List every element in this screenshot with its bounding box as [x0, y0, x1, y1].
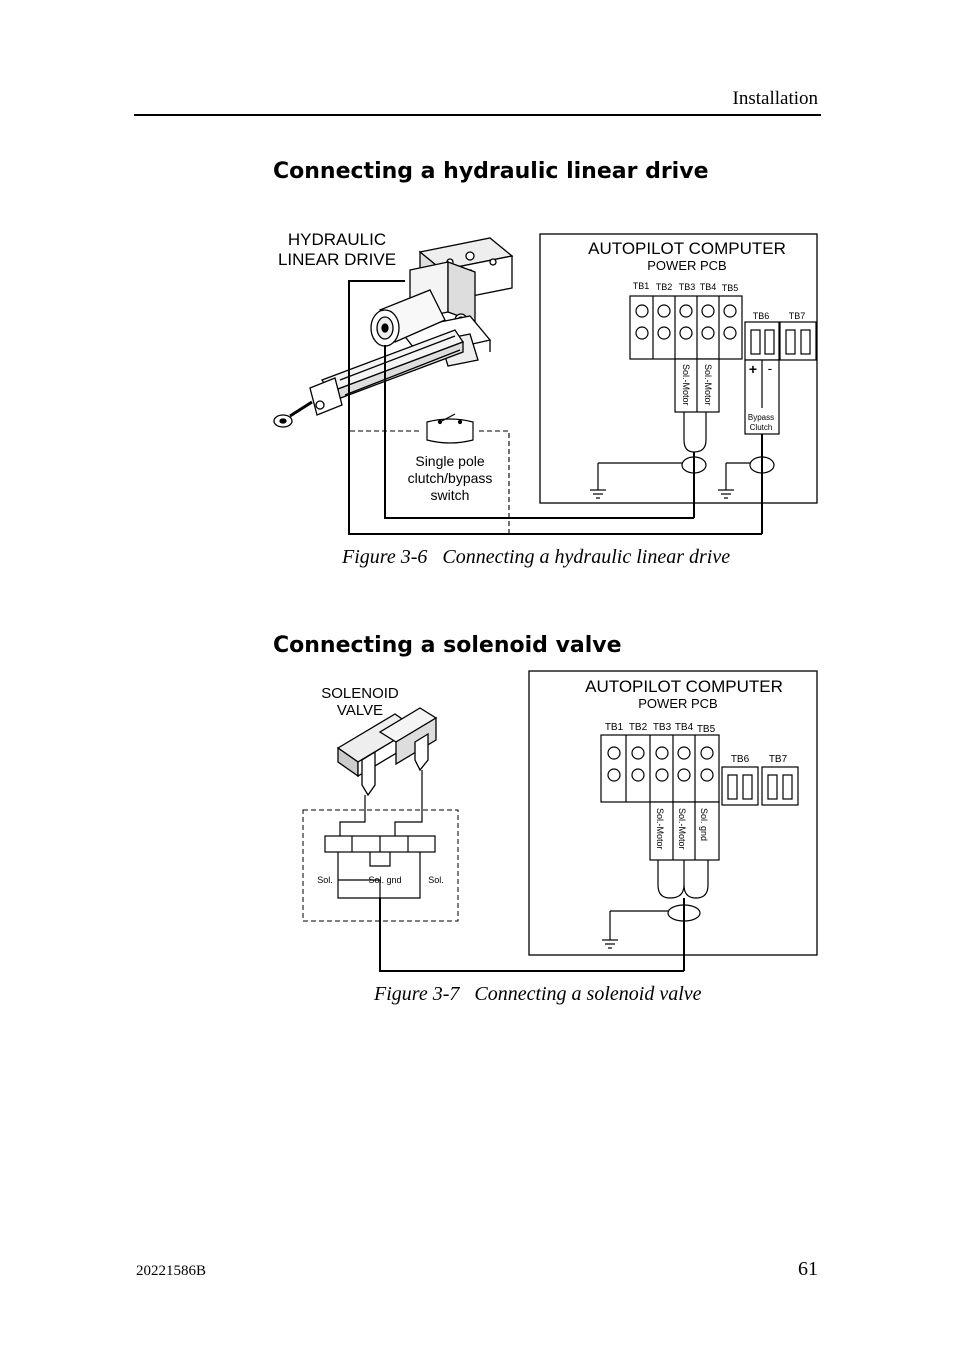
tb6-label: TB6 — [753, 311, 770, 321]
wire-label-sol-motor-b: Sol.-Motor — [703, 364, 713, 406]
conn-label-sol-gnd: Sol. gnd — [368, 875, 401, 885]
pcb-label-2: POWER PCB — [638, 696, 717, 711]
wire-label-sol-motor-b-2: Sol.-Motor — [677, 808, 687, 850]
header-rule — [134, 114, 821, 116]
switch-label-line1: Single pole — [415, 453, 484, 469]
tb3-label-2: TB3 — [653, 722, 672, 733]
document-number: 20221586B — [136, 1263, 207, 1279]
terminal-block-tb1-tb5 — [629, 295, 743, 360]
computer-title-2: AUTOPILOT COMPUTER — [585, 677, 783, 696]
tb6-label-2: TB6 — [731, 754, 750, 765]
tb5-label-2: TB5 — [697, 724, 716, 735]
conn-label-sol-right: Sol. — [428, 875, 444, 885]
polarity-plus: + — [749, 361, 757, 377]
running-header: Installation — [732, 88, 818, 109]
terminal-block-tb7 — [779, 321, 817, 361]
single-pole-switch-icon — [426, 413, 474, 444]
terminal-block-tb6-2 — [721, 766, 759, 806]
bypass-label-line2: Clutch — [750, 423, 773, 432]
wire-label-sol-gnd-2: Sol. gnd — [699, 808, 709, 841]
wire-label-sol-motor-a-2: Sol.-Motor — [655, 808, 665, 850]
pcb-label: POWER PCB — [647, 258, 726, 273]
valve-connector — [324, 818, 436, 899]
tb3-label: TB3 — [679, 282, 696, 292]
tb5-label: TB5 — [722, 283, 739, 293]
tb4-label-2: TB4 — [675, 722, 694, 733]
autopilot-computer-box-2 — [528, 670, 818, 956]
terminal-block-tb1-tb5-2 — [600, 734, 720, 803]
bypass-switch-wiring — [350, 430, 510, 534]
switch-label-line2: clutch/bypass — [408, 470, 493, 486]
tb7-label: TB7 — [789, 311, 806, 321]
terminal-block-tb7-2 — [761, 766, 799, 806]
autopilot-computer-box — [539, 233, 818, 504]
tb2-label: TB2 — [656, 282, 673, 292]
tb7-label-2: TB7 — [769, 754, 788, 765]
page-number: 61 — [798, 1258, 818, 1280]
figure-3-6: HYDRAULIC LINEAR DRIVE — [273, 230, 818, 535]
polarity-minus: - — [768, 360, 773, 376]
section-heading-linear-drive: Connecting a hydraulic linear drive — [273, 159, 709, 184]
tb2-label-2: TB2 — [629, 722, 648, 733]
valve-label-line2: VALVE — [337, 702, 383, 719]
figure-3-7-caption: Figure 3-7 Connecting a solenoid valve — [374, 983, 702, 1005]
wiring-loop-2 — [379, 898, 684, 972]
switch-label-line3: switch — [431, 487, 470, 503]
drive-label-line2: LINEAR DRIVE — [278, 250, 396, 269]
valve-label-line1: SOLENOID — [321, 685, 399, 702]
bypass-label-line1: Bypass — [748, 413, 774, 422]
figure-3-6-caption: Figure 3-6 Connecting a hydraulic linear… — [342, 546, 731, 568]
section-heading-solenoid-valve: Connecting a solenoid valve — [273, 633, 622, 658]
conn-label-sol-left: Sol. — [317, 875, 333, 885]
figure-3-7: SOLENOID VALVE Sol. Sol. — [302, 670, 818, 972]
tb1-label: TB1 — [633, 281, 650, 291]
computer-title: AUTOPILOT COMPUTER — [588, 239, 786, 258]
terminal-block-tb6 — [744, 321, 780, 361]
connector-box — [302, 809, 459, 922]
wiring-loop — [348, 280, 762, 535]
solenoid-valve-icon — [336, 707, 438, 818]
tb1-label-2: TB1 — [605, 722, 624, 733]
tb4-label: TB4 — [700, 282, 717, 292]
linear-drive-icon — [273, 237, 514, 428]
wire-label-sol-motor-a: Sol.-Motor — [681, 364, 691, 406]
drive-label-line1: HYDRAULIC — [288, 230, 386, 249]
